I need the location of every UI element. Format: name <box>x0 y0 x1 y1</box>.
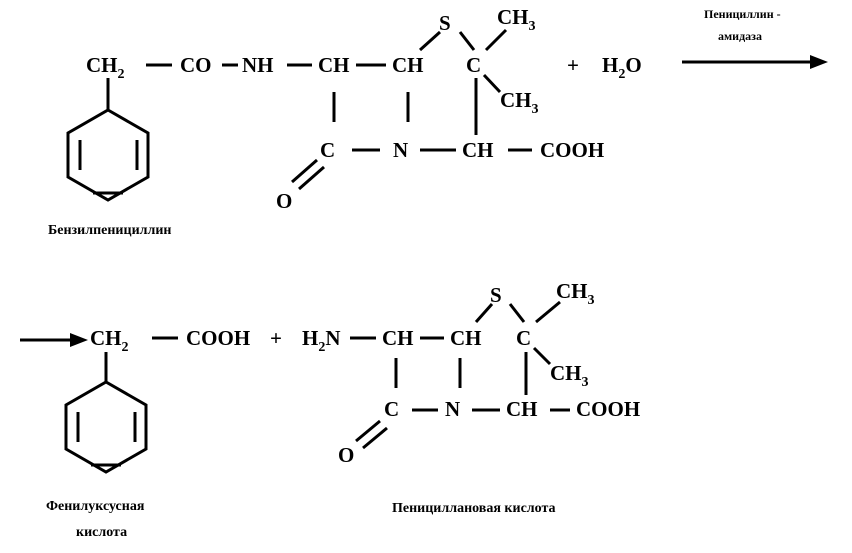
atom-ch-a: CH <box>382 326 414 350</box>
bond <box>458 31 476 51</box>
atom-ch3-top: CH3 <box>556 279 595 308</box>
reaction-arrow-1: Пенициллин - амидаза <box>682 7 828 69</box>
atom-c-lactam: C <box>320 138 335 162</box>
penicillanic-acid-structure: H2N CH CH S C CH3 CH3 C N CH COOH O Пени… <box>302 279 640 516</box>
atom-co: CO <box>180 53 212 77</box>
caption-phenylacetic-line2: кислота <box>76 525 127 540</box>
atom-ch3-top: CH3 <box>497 5 536 34</box>
atom-s: S <box>490 283 502 307</box>
atom-ch-ring: CH <box>462 138 494 162</box>
benzene-ring-2 <box>64 380 148 474</box>
atom-nh: NH <box>242 53 274 77</box>
double-bond-co <box>291 158 318 184</box>
atom-ch-ring: CH <box>506 397 538 421</box>
reaction-arrow-2 <box>20 333 88 347</box>
atom-n: N <box>393 138 408 162</box>
atom-c-quat: C <box>516 326 531 350</box>
atom-c-lactam: C <box>384 397 399 421</box>
benzylpenicillin-structure: CH2 CO NH CH CH S C CH3 CH3 C N CH COOH … <box>48 5 604 238</box>
plus-sign: + <box>567 53 579 77</box>
bond <box>484 28 508 52</box>
double-bond-co <box>362 426 388 450</box>
phenylacetic-acid-structure: CH2 COOH Фенилуксусная кислота <box>46 326 250 540</box>
atom-h2n: H2N <box>302 326 341 355</box>
arrow-head <box>70 333 88 347</box>
atom-ch-b: CH <box>392 53 424 77</box>
atom-cooh: COOH <box>540 138 604 162</box>
water: H2O <box>602 53 642 82</box>
caption-benzylpenicillin: Бензилпенициллин <box>48 223 171 238</box>
bond <box>535 300 561 324</box>
bond <box>418 30 442 52</box>
bond <box>474 303 494 323</box>
atom-ch-b: CH <box>450 326 482 350</box>
bond <box>532 346 552 366</box>
caption-phenylacetic-line1: Фенилуксусная <box>46 499 145 514</box>
atom-o: O <box>276 189 292 213</box>
atom-s: S <box>439 11 451 35</box>
benzene-ring-1 <box>66 108 150 202</box>
atom-cooh: COOH <box>576 397 640 421</box>
atom-o: O <box>338 443 354 467</box>
caption-penicillanic-acid: Пенициллановая кислота <box>392 501 556 516</box>
bond <box>508 303 526 323</box>
atom-ch2: CH2 <box>86 53 125 82</box>
atom-ch-a: CH <box>318 53 350 77</box>
atom-c-quat: C <box>466 53 481 77</box>
atom-cooh: COOH <box>186 326 250 350</box>
atom-ch3-side: CH3 <box>550 361 589 390</box>
double-bond-co <box>298 165 325 191</box>
arrow-head <box>810 55 828 69</box>
enzyme-label-line1: Пенициллин - <box>704 7 781 21</box>
atom-ch3-side: CH3 <box>500 88 539 117</box>
atom-ch2: CH2 <box>90 326 129 355</box>
bond <box>482 73 502 94</box>
enzyme-label-line2: амидаза <box>718 29 762 43</box>
atom-n: N <box>445 397 460 421</box>
plus-sign: + <box>270 326 282 350</box>
double-bond-co <box>355 419 381 443</box>
